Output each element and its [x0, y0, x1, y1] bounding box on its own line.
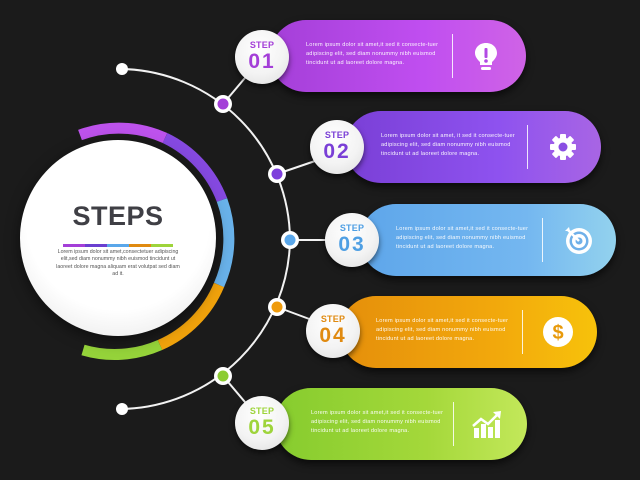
- divider: [542, 218, 543, 262]
- lightbulb-icon: [468, 38, 504, 74]
- step-number: 04: [319, 324, 347, 347]
- step-text: Lorem ipsum dolor sit amet,it sed it con…: [306, 42, 439, 66]
- growth-chart-icon: [469, 406, 505, 442]
- step-badge-05: STEP 05: [235, 396, 289, 450]
- step-label: STEP: [324, 130, 350, 140]
- page-title: STEPS: [72, 201, 164, 231]
- arc-node-05: [214, 367, 232, 385]
- main-description: Lorem ipsum dolor sit amet,consectetuer …: [56, 249, 180, 277]
- step-text: Lorem ipsum dolor sit amet, it sed it co…: [381, 133, 515, 157]
- step-number: 02: [323, 140, 351, 163]
- main-circle: STEPS Lorem ipsum dolor sit amet,consect…: [20, 140, 216, 336]
- step-label: STEP: [249, 40, 275, 50]
- arc-node-02: [268, 165, 286, 183]
- color-bar: [63, 244, 173, 247]
- arc-node-03: [281, 231, 299, 249]
- step-card-04: Lorem ipsum dolor sit amet,it sed it con…: [340, 296, 597, 368]
- step-badge-01: STEP 01: [235, 30, 289, 84]
- step-text: Lorem ipsum dolor sit amet,it sed it con…: [311, 410, 444, 434]
- step-number: 01: [248, 50, 276, 73]
- step-card-05: Lorem ipsum dolor sit amet,it sed it con…: [275, 388, 527, 460]
- divider: [527, 125, 528, 169]
- step-card-01: Lorem ipsum dolor sit amet,it sed it con…: [270, 20, 526, 92]
- divider: [522, 310, 523, 354]
- arc-node-04: [268, 298, 286, 316]
- step-badge-03: STEP 03: [325, 213, 379, 267]
- divider: [452, 34, 453, 78]
- gear-icon: [545, 129, 581, 165]
- step-label: STEP: [339, 223, 365, 233]
- step-label: STEP: [320, 314, 346, 324]
- step-number: 05: [248, 416, 276, 439]
- step-text: Lorem ipsum dolor sit amet,it sed it con…: [376, 318, 509, 342]
- step-badge-04: STEP 04: [306, 304, 360, 358]
- arc-node-01: [214, 95, 232, 113]
- step-badge-02: STEP 02: [310, 120, 364, 174]
- divider: [453, 402, 454, 446]
- target-icon: [560, 222, 596, 258]
- step-text: Lorem ipsum dolor sit amet,it sed it con…: [396, 226, 529, 250]
- dollar-icon: $: [540, 314, 576, 350]
- step-label: STEP: [249, 406, 275, 416]
- svg-text:$: $: [552, 322, 563, 344]
- step-card-02: Lorem ipsum dolor sit amet, it sed it co…: [345, 111, 601, 183]
- step-number: 03: [338, 233, 366, 256]
- step-card-03: Lorem ipsum dolor sit amet,it sed it con…: [360, 204, 616, 276]
